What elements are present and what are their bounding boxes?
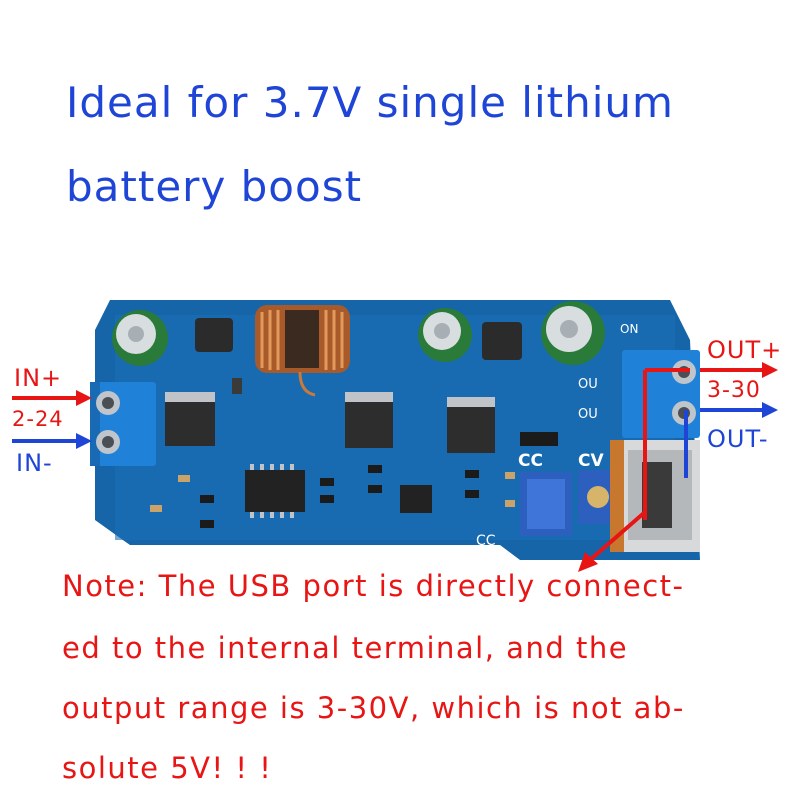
smd-inductor-1 xyxy=(195,318,233,352)
note-line-3: output range is 3-30V, which is not ab- xyxy=(62,691,685,725)
ic-small xyxy=(400,485,432,513)
potentiometer-cc xyxy=(520,472,572,536)
input-minus-label: IN- xyxy=(16,449,53,477)
output-plus-arrow xyxy=(643,362,778,520)
capacitor-mid xyxy=(418,308,472,362)
output-range-label: 3-30 xyxy=(707,378,761,403)
silk-out-2: OU xyxy=(578,407,598,422)
silk-out-1: OU xyxy=(578,377,598,392)
input-minus-arrow xyxy=(12,433,92,449)
capacitor-left xyxy=(112,310,168,366)
output-minus-label: OUT- xyxy=(707,425,769,453)
mosfet-1 xyxy=(165,400,215,446)
silk-cv: CV xyxy=(578,451,604,471)
input-plus-label: IN+ xyxy=(14,364,63,392)
note-line-4: solute 5V! ! ! xyxy=(62,751,273,785)
mosfet-2-tab xyxy=(345,392,393,402)
output-minus-arrow xyxy=(684,402,778,478)
silk-cc: CC xyxy=(518,451,543,471)
note-line-2: ed to the internal terminal, and the xyxy=(62,631,629,665)
capacitor-right xyxy=(541,301,605,365)
mosfet-2 xyxy=(345,400,393,448)
mosfet-3-tab xyxy=(447,397,495,407)
headline-line-2: battery boost xyxy=(66,162,363,211)
mosfet-1-tab xyxy=(165,392,215,402)
input-range-label: 2-24 xyxy=(12,407,64,431)
smd-inductor-2 xyxy=(482,322,522,360)
note-line-1: Note: The USB port is directly connect- xyxy=(62,569,685,603)
input-terminal-block xyxy=(90,382,156,466)
silk-on: ON xyxy=(620,322,638,336)
output-plus-label: OUT+ xyxy=(707,336,783,364)
output-terminal-block xyxy=(622,350,700,438)
mosfet-3 xyxy=(447,405,495,453)
input-plus-arrow xyxy=(12,390,92,406)
silk-cc-2: CC xyxy=(476,533,496,549)
toroid-inductor xyxy=(255,305,350,397)
smd-components xyxy=(200,378,558,528)
headline-line-1: Ideal for 3.7V single lithium xyxy=(66,78,674,127)
usb-note-arrow xyxy=(578,510,647,572)
ic-main xyxy=(245,470,305,512)
